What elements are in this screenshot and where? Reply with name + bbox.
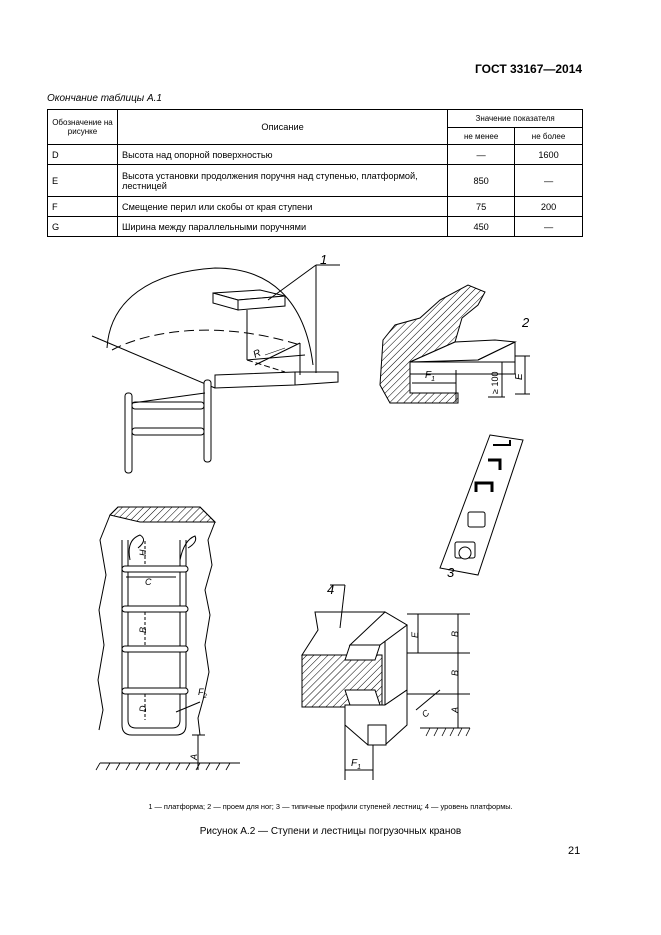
spec-table: Обозначение на рисунке Описание Значение… — [47, 109, 583, 237]
label-E-2: E — [410, 631, 420, 638]
row-min: 75 — [447, 196, 516, 217]
row-max: — — [514, 216, 583, 237]
label-F1-2: F1 — [351, 758, 361, 771]
row-description: Ширина между параллельными поручнями — [116, 216, 449, 237]
ladder-drawing — [97, 506, 240, 770]
table-caption: Окончание таблицы А.1 — [47, 93, 162, 104]
row-min: 450 — [447, 216, 516, 237]
header-description: Описание — [116, 109, 449, 145]
table-row: F Смещение перил или скобы от края ступе… — [47, 196, 583, 217]
header-max: не более — [514, 127, 583, 145]
standard-number: ГОСТ 33167—2014 — [475, 62, 583, 76]
header-designation: Обозначение на рисунке — [47, 109, 118, 145]
label-2: 2 — [521, 315, 530, 330]
label-B: B — [138, 627, 148, 633]
label-R: R — [252, 348, 263, 361]
label-B-2: B — [450, 631, 460, 637]
label-1: 1 — [320, 252, 327, 267]
row-max: 200 — [514, 196, 583, 217]
row-description: Смещение перил или скобы от края ступени — [116, 196, 449, 217]
table-row: D Высота над опорной поверхностью — 1600 — [47, 144, 583, 165]
figure-legend: 1 — платформа; 2 — проем для ног; 3 — ти… — [148, 802, 513, 811]
label-F: F — [425, 370, 432, 381]
label-F1: F1 — [425, 370, 435, 383]
figure-drawing: 1 R 2 F1 ≥ 100 E 3 — [91, 252, 530, 780]
row-max: — — [514, 164, 583, 197]
row-min: 850 — [447, 164, 516, 197]
label-F: F — [351, 758, 358, 769]
page-number: 21 — [568, 845, 581, 857]
row-designation: D — [47, 144, 118, 165]
label-E: E — [514, 373, 525, 380]
row-designation: F — [47, 196, 118, 217]
table-row: G Ширина между параллельными поручнями 4… — [47, 216, 583, 237]
header-min: не менее — [447, 127, 516, 145]
leg-opening-drawing — [379, 284, 530, 404]
row-max: 1600 — [514, 144, 583, 165]
platform-level-drawing — [301, 584, 470, 780]
row-min: — — [447, 144, 516, 165]
label-sub2: 2 — [203, 694, 208, 700]
label-sub1: 1 — [357, 764, 361, 771]
label-C-2: C — [420, 707, 432, 719]
label-H: H — [138, 549, 148, 556]
table-row: E Высота установки продолжения поручня н… — [47, 164, 583, 197]
label-A: A — [189, 754, 199, 761]
figure-caption: Рисунок А.2 — Ступени и лестницы погрузо… — [199, 826, 462, 837]
label-ge100: ≥ 100 — [490, 372, 500, 394]
ground-hatch — [95, 762, 231, 771]
label-D: D — [138, 705, 148, 712]
row-description: Высота установки продолжения поручня над… — [116, 164, 449, 197]
header-value: Значение показателя — [447, 109, 583, 128]
platform-ground-hatch — [425, 727, 471, 737]
row-designation: G — [47, 216, 118, 237]
step-profiles-drawing — [439, 434, 524, 576]
dome-platform-drawing — [91, 264, 340, 474]
label-A-2: A — [450, 707, 460, 714]
label-F2: F2 — [198, 687, 208, 700]
label-F: F — [198, 687, 204, 697]
label-4: 4 — [327, 582, 334, 597]
label-3: 3 — [447, 565, 455, 580]
label-sub1: 1 — [431, 376, 435, 383]
label-C: C — [145, 577, 152, 587]
row-designation: E — [47, 164, 118, 197]
label-B-3: B — [450, 670, 460, 676]
row-description: Высота над опорной поверхностью — [116, 144, 449, 165]
